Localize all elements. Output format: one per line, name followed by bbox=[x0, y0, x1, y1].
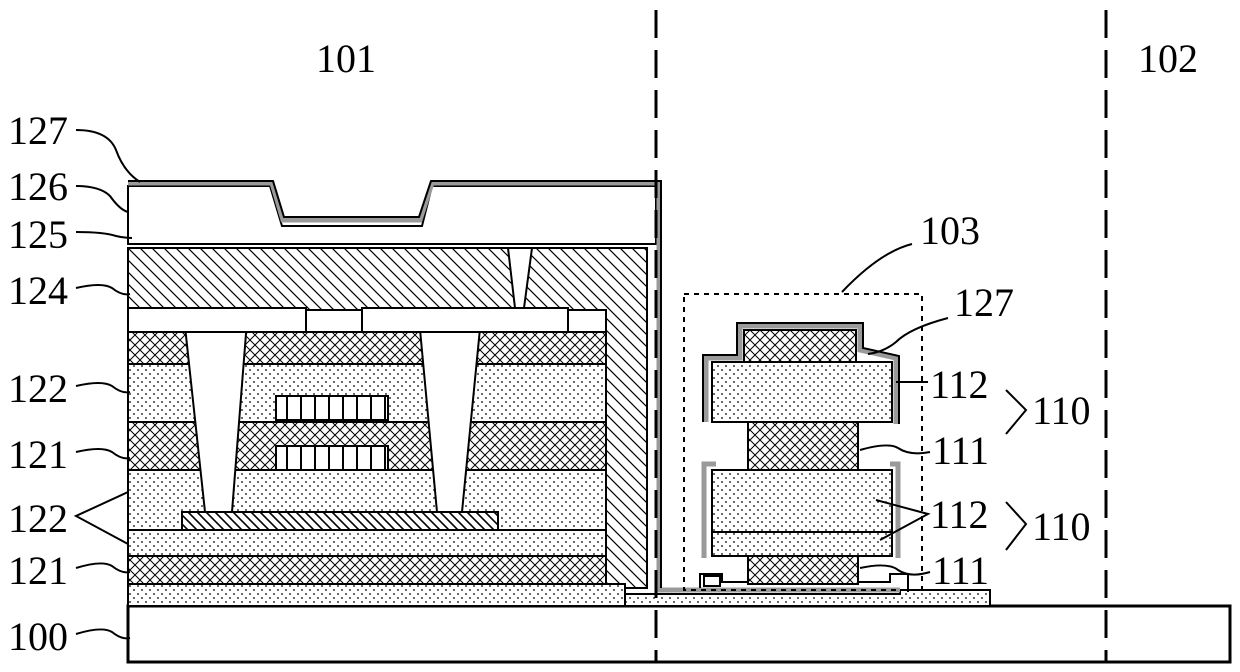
label-100: 100 bbox=[8, 614, 68, 659]
leader-100 bbox=[76, 629, 130, 638]
label-127: 127 bbox=[8, 108, 68, 153]
layer-127-cap bbox=[744, 330, 856, 362]
bracket-110b bbox=[1006, 502, 1026, 550]
capacitor-plate-lower bbox=[276, 446, 388, 470]
leader-121a bbox=[76, 449, 130, 458]
leader-122b bbox=[76, 492, 128, 544]
label-122-lower: 122 bbox=[8, 496, 68, 541]
bottom-electrode bbox=[182, 512, 498, 530]
label-right-110-upper: 110 bbox=[1032, 388, 1091, 433]
right-bottom-pad bbox=[704, 576, 720, 586]
layer-126 bbox=[128, 186, 656, 244]
label-126: 126 bbox=[8, 164, 68, 209]
leader-121b bbox=[76, 563, 130, 572]
region-103-leader bbox=[842, 244, 912, 292]
label-right-112-lower: 112 bbox=[930, 492, 989, 537]
leader-r127 bbox=[868, 318, 948, 354]
leader-124 bbox=[76, 285, 130, 294]
label-right-110-lower: 110 bbox=[1032, 504, 1091, 549]
label-right-111-lower: 111 bbox=[932, 548, 989, 593]
layer-112-upper bbox=[712, 362, 892, 422]
label-right-111-upper: 111 bbox=[932, 428, 989, 473]
base-dotted-layer bbox=[128, 584, 625, 606]
leader-122a bbox=[76, 383, 130, 392]
leader-r111a bbox=[860, 445, 930, 453]
label-124: 124 bbox=[8, 268, 68, 313]
capacitor-plate-upper bbox=[276, 396, 388, 420]
label-121-upper: 121 bbox=[8, 432, 68, 477]
label-125: 125 bbox=[8, 212, 68, 257]
region-label-102: 102 bbox=[1138, 36, 1198, 81]
layer-112-lower bbox=[712, 470, 892, 556]
leader-125 bbox=[76, 232, 132, 238]
bracket-110a bbox=[1006, 390, 1026, 434]
layer-111-middle bbox=[748, 422, 858, 470]
leader-127 bbox=[76, 130, 140, 182]
layer-122-lower-a bbox=[128, 530, 623, 556]
layer-121-bottom bbox=[128, 556, 606, 584]
connector-step bbox=[128, 308, 568, 332]
region-label-101: 101 bbox=[316, 36, 376, 81]
label-121-lower: 121 bbox=[8, 548, 68, 593]
label-right-127: 127 bbox=[954, 280, 1014, 325]
layer-111-bottom bbox=[748, 556, 858, 584]
label-right-112-upper: 112 bbox=[930, 362, 989, 407]
region-label-103: 103 bbox=[920, 208, 980, 253]
substrate-100 bbox=[128, 606, 1230, 662]
label-122-upper: 122 bbox=[8, 366, 68, 411]
leader-126 bbox=[76, 186, 128, 212]
